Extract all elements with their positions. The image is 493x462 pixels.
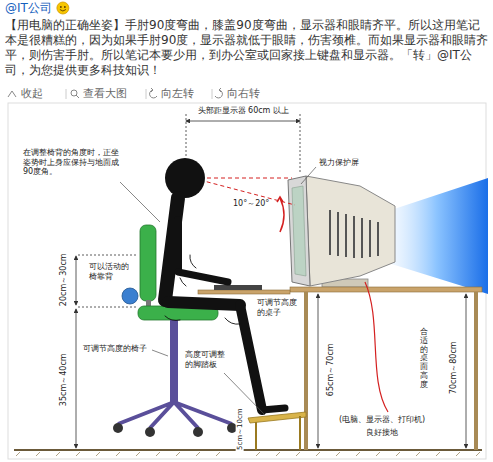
toolbar-link: 查看大图 [82, 87, 128, 100]
callout-label: (电脑、显示器、打印机) [338, 415, 426, 425]
callout-label: 良好接地 [365, 428, 399, 438]
callout-label: 视力保护屏 [318, 158, 360, 168]
emoji-icon [57, 2, 69, 14]
floor [14, 450, 482, 456]
dimension-label: 70cm～80cm [448, 340, 458, 395]
dimension-label: 头部距显示器 60cm 以上 [197, 106, 290, 116]
dimension-label: 35cm～40cm [58, 352, 68, 407]
crt-monitor [288, 176, 395, 287]
note-label: 在调整椅背的角度时，正坐姿势时上身应保持与地面成90度角。 [22, 148, 124, 177]
footrest [248, 412, 306, 450]
dimension-label: 5cm～10cm [236, 407, 244, 451]
distance-dimension [186, 114, 300, 174]
sight-lines [200, 178, 295, 232]
angle-label: 10°～20° [232, 199, 270, 209]
author-name: @IT公司 [4, 1, 53, 15]
monitor-desk [290, 287, 482, 450]
screen-light [385, 178, 488, 294]
image-frame [8, 103, 486, 459]
callout-label: 可调节高度的椅子 [82, 344, 148, 354]
height-dimensions [318, 294, 466, 448]
callout-label: 高度可调整的脚踏板 [184, 350, 231, 369]
sitting-person [165, 158, 285, 410]
callout-label: 合适的桌面高度 [420, 328, 428, 390]
callout-label: 可以活动的椅靠背 [88, 262, 132, 281]
ground-wire [365, 282, 388, 412]
leader-lines [120, 167, 316, 415]
keyboard-desk [198, 285, 290, 294]
post-text: 【用电脑的正确坐姿】手肘90度弯曲，膝盖90度弯曲，显示器和眼睛齐平。所以这用笔… [4, 18, 491, 78]
toolbar-link: 向左转 [160, 87, 195, 100]
dimension-label: 20cm～30cm [58, 252, 68, 307]
toolbar-link: 向右转 [226, 87, 261, 100]
callout-label: 可调节高度的桌子 [256, 298, 300, 317]
dimension-label: 65cm～70cm [325, 342, 335, 397]
toolbar-link: 收起 [20, 87, 44, 100]
